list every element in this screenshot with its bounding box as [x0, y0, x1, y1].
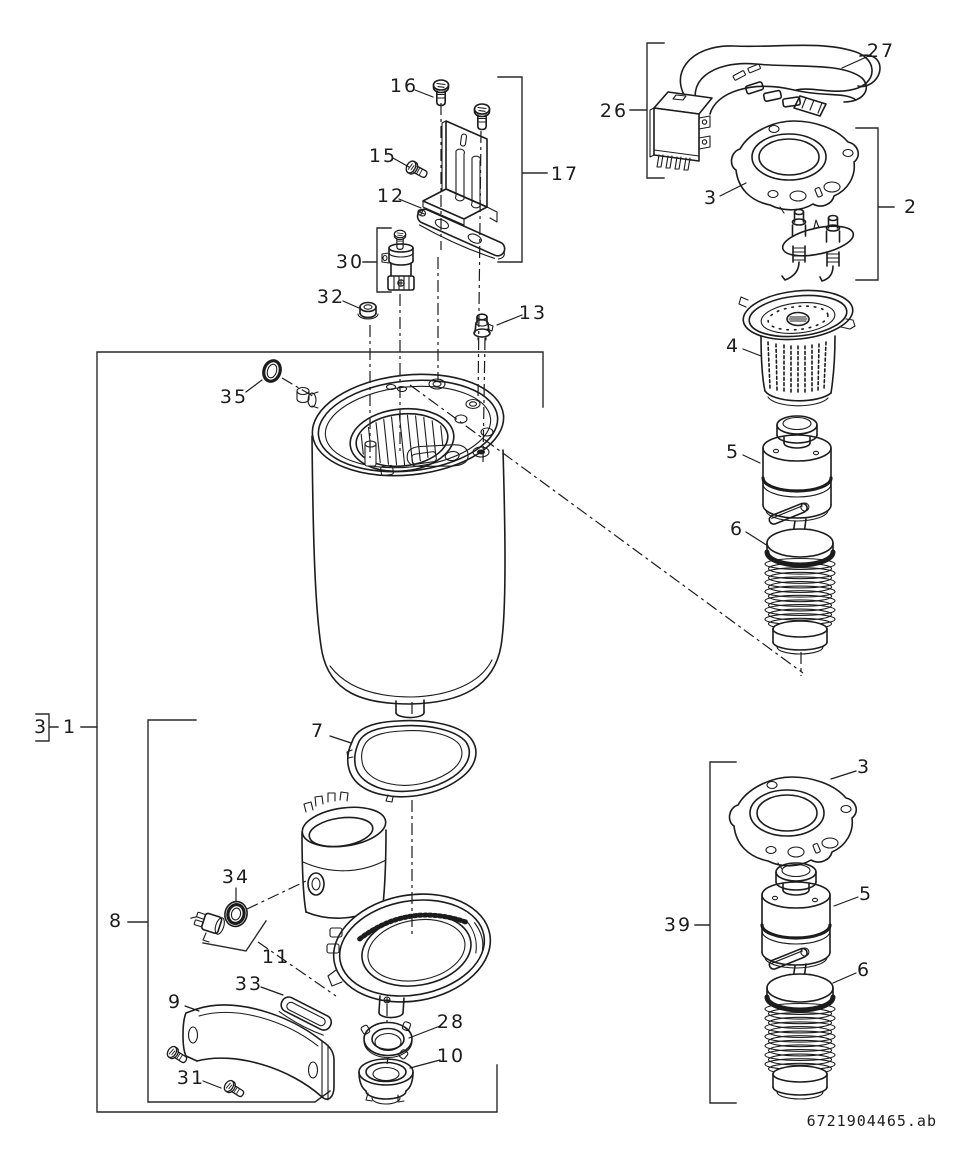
callout-35: 35: [220, 386, 248, 408]
callout-39: 39: [664, 914, 692, 936]
tank-flue-opening: [349, 407, 455, 473]
part-bellows-6-mid: [765, 501, 835, 654]
part-screw-31: [221, 1078, 247, 1101]
callout-34: 34: [222, 866, 250, 888]
part-wiring-harness-27: [679, 44, 881, 117]
bracket-label-3-1: [35, 713, 98, 742]
callout-17: 17: [551, 163, 579, 185]
callout-26: 26: [600, 100, 628, 122]
part-burner-4: [738, 289, 856, 407]
callout-27: 27: [867, 40, 895, 62]
callout-6-bottom: 6: [857, 959, 871, 981]
callout-3-bottom-right: 3: [857, 756, 871, 778]
part-gasket-3-bottom: [728, 776, 858, 870]
callout-2: 2: [904, 196, 918, 218]
part-cap-5-bottom: [760, 861, 832, 970]
tank-kidney-slot: [406, 444, 469, 467]
part-funnel-grommet-10: [358, 1058, 414, 1105]
part-ignition-module-26: [649, 91, 713, 171]
callout-30: 30: [336, 251, 364, 273]
bracket-group-30: [362, 227, 392, 293]
bracket-group-26: [629, 42, 665, 179]
callout-8: 8: [109, 910, 123, 932]
callout-5-bottom: 5: [859, 883, 873, 905]
part-lock-ring-28: [360, 1021, 413, 1060]
part-grommet-34: [224, 900, 248, 928]
callout-9: 9: [168, 991, 182, 1013]
part-bar-12: [416, 208, 506, 260]
part-gas-valve-30: [381, 229, 415, 291]
bracket-group-11: [202, 920, 267, 952]
callout-12: 12: [377, 185, 405, 207]
callout-6-mid: 6: [730, 518, 744, 540]
callout-13: 13: [519, 302, 547, 324]
part-clamp-9: [182, 1004, 335, 1101]
part-screw-16: [432, 79, 450, 107]
bracket-group-1: [96, 351, 544, 1113]
part-gasket-3-top: [730, 120, 860, 214]
part-fitting-13: [473, 313, 494, 341]
callout-28: 28: [437, 1011, 465, 1033]
callout-32: 32: [317, 286, 345, 308]
group-parts: [164, 44, 881, 1105]
part-gasket-7: [346, 719, 477, 803]
group-alignment-lines: [246, 103, 804, 1065]
part-blower-motor: [301, 791, 387, 919]
tank-side-port: [307, 391, 319, 409]
group-leader-lines: [184, 54, 872, 1089]
drawing-number: 6721904465.ab: [807, 1112, 937, 1130]
bracket-group-2: [855, 127, 895, 281]
callout-16: 16: [390, 75, 418, 97]
part-electrodes-2: [781, 208, 855, 282]
bracket-group-17: [497, 76, 548, 263]
part-fan-housing: [326, 893, 492, 1019]
part-sensor-11: [190, 911, 225, 943]
callout-4: 4: [726, 335, 740, 357]
bracket-group-39: [694, 761, 737, 1104]
callout-33: 33: [235, 973, 263, 995]
callout-3-top-right: 3: [704, 187, 718, 209]
tank-stud-left: [296, 386, 310, 404]
part-nut-32: [357, 301, 379, 320]
callout-31: 31: [177, 1067, 205, 1089]
part-tank-body: [296, 373, 506, 719]
part-mounting-bracket-17: [422, 120, 498, 226]
tank-anode-stud: [364, 440, 377, 467]
callout-3-left: 3: [34, 716, 48, 738]
group-brackets: [35, 42, 895, 1113]
part-screw-unlabeled: [473, 103, 491, 131]
callout-5-mid: 5: [726, 441, 740, 463]
callout-15: 15: [369, 145, 397, 167]
callout-7: 7: [311, 720, 325, 742]
bracket-group-8: [127, 719, 331, 1103]
callout-10: 10: [437, 1045, 465, 1067]
group-callout-labels: 16 15 12 17 30 32 13 35 27 26 3 2 4 5 6 …: [34, 40, 937, 1130]
callout-1: 1: [63, 716, 77, 738]
part-screw-15: [403, 158, 431, 182]
part-strip-33: [278, 996, 333, 1036]
part-bellows-6-bottom: [765, 946, 835, 1099]
part-oring-35: [262, 359, 282, 383]
callout-11: 11: [262, 946, 290, 968]
